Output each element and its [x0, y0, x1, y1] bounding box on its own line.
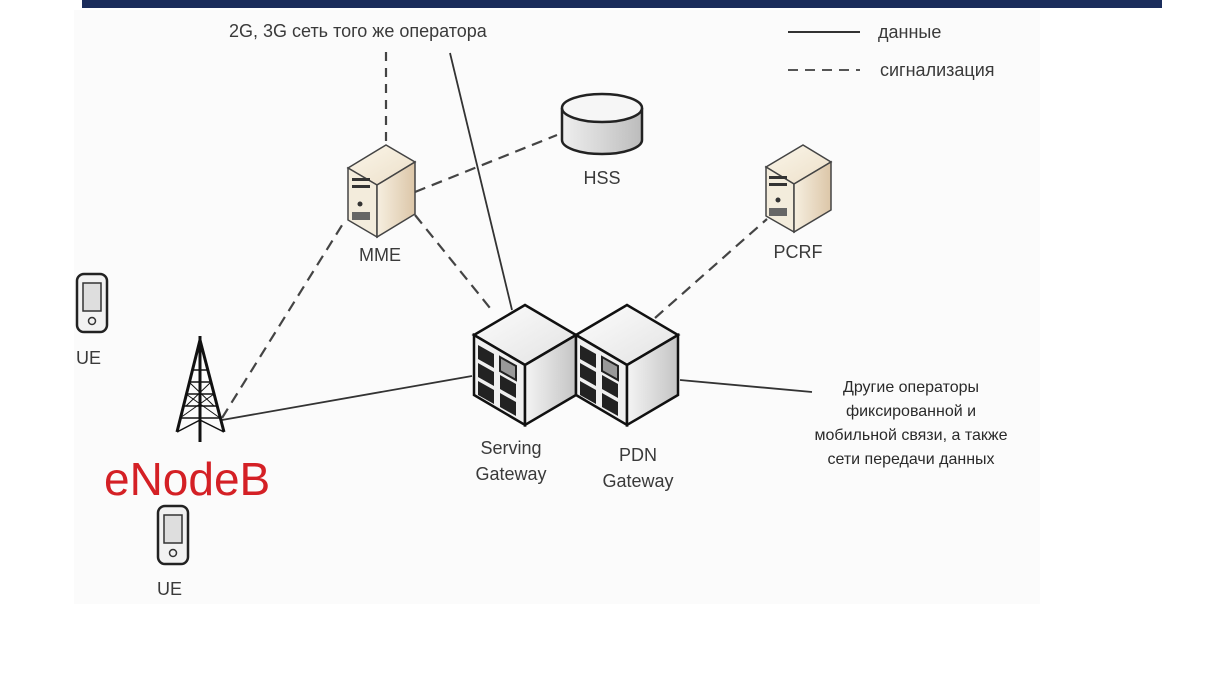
pgw-label-line2: Gateway — [602, 471, 674, 491]
pdn-gateway-icon — [573, 303, 681, 428]
enodeb-label: eNodeB — [104, 453, 271, 505]
link-sgw-2g3g — [449, 52, 513, 311]
link-pgw-pcrf — [654, 218, 768, 319]
top-network-label: 2G, 3G сеть того же оператора — [229, 21, 487, 41]
mme-label: MME — [359, 245, 401, 265]
legend-signaling-label: сигнализация — [880, 60, 995, 80]
link-enodeb-mme — [221, 221, 345, 419]
hss-database-icon — [560, 92, 644, 156]
link-mme-hss — [414, 133, 558, 194]
ue-label-top: UE — [76, 348, 102, 368]
note-line-3: мобильной связи, а также — [814, 427, 1008, 444]
sgw-label-line2: Gateway — [475, 464, 547, 484]
diagram-canvas — [74, 10, 1040, 604]
sgw-label-line1: Serving — [480, 438, 542, 458]
external-networks-note: Другие операторы фиксированной и мобильн… — [815, 376, 1008, 472]
ue-label-bottom: UE — [157, 579, 183, 599]
ue-phone-icon-top — [75, 272, 109, 334]
note-line-1: Другие операторы — [842, 379, 980, 396]
pcrf-label: PCRF — [773, 242, 823, 262]
ue-phone-icon-bottom — [156, 504, 190, 566]
serving-gateway-icon — [471, 303, 579, 428]
note-line-4: сети передачи данных — [827, 451, 995, 468]
enodeb-tower-icon — [175, 336, 226, 442]
link-enodeb-sgw — [221, 375, 473, 421]
link-mme-sgw — [414, 214, 491, 309]
link-pgw-external — [679, 379, 813, 393]
header-bar — [82, 0, 1162, 8]
mme-server-icon — [346, 144, 417, 239]
legend-data-label: данные — [878, 22, 942, 42]
hss-label: HSS — [583, 168, 621, 188]
pcrf-server-icon — [764, 144, 833, 234]
pgw-label-line1: PDN — [618, 445, 658, 465]
note-line-2: фиксированной и — [845, 403, 977, 420]
